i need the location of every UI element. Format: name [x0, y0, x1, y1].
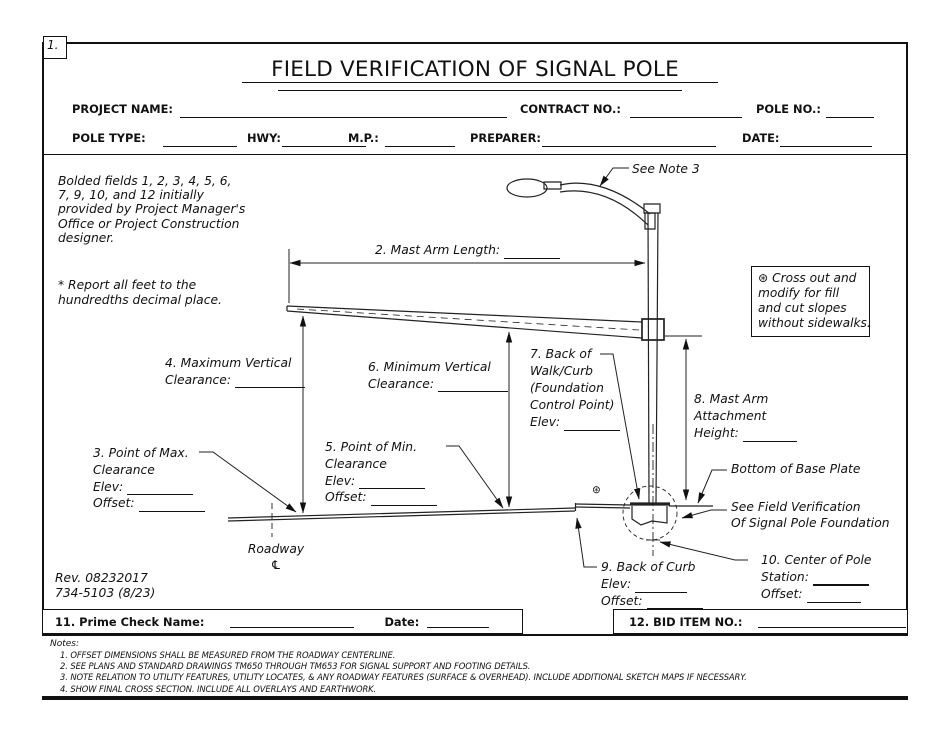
corner-reference: 1.	[47, 38, 59, 52]
bottom-of-base-plate-callout: Bottom of Base Plate	[731, 462, 861, 476]
min-elev-blank	[359, 476, 426, 490]
pole-type-blank	[163, 132, 237, 147]
title-underline-1	[242, 82, 718, 83]
mast-arm-length-label: 2. Mast Arm Length:	[375, 243, 501, 257]
centerline-symbol: ℄	[270, 558, 282, 572]
mp-label: M.P.:	[348, 131, 379, 145]
min-clearance-blank	[437, 379, 508, 392]
note-item-2: 2. SEE PLANS AND STANDARD DRAWINGS TM650…	[60, 661, 531, 672]
corner-reference-box: 1.	[43, 36, 67, 59]
cross-out-note-box: ⊛ Cross out and modify for fill and cut …	[751, 266, 871, 337]
max-vertical-clearance-field: 4. Maximum Vertical Clearance:	[165, 355, 305, 388]
provided-fields-note: Bolded fields 1, 2, 3, 4, 5, 6, 7, 9, 10…	[58, 174, 246, 245]
attachment-height-blank	[742, 429, 797, 442]
see-note-3-callout: See Note 3	[632, 162, 700, 176]
mast-arm-attachment-field: 8. Mast Arm Attachment Height:	[694, 391, 797, 442]
project-name-blank	[180, 103, 507, 118]
notes-heading: Notes:	[50, 639, 80, 649]
hwy-blank	[282, 132, 366, 147]
date-label: DATE:	[742, 131, 780, 145]
circled-asterisk-marker: ⊛	[592, 484, 601, 496]
pole-station-blank	[812, 573, 869, 586]
prime-check-label: 11. Prime Check Name:	[55, 614, 205, 629]
hwy-label: HWY:	[247, 131, 281, 145]
date-blank	[780, 132, 872, 147]
mp-blank	[385, 132, 455, 147]
min-vertical-clearance-field: 6. Minimum Vertical Clearance:	[368, 359, 508, 392]
center-of-pole-field: 10. Center of Pole Station: Offset:	[761, 553, 872, 603]
back-of-walk-elev-blank	[564, 418, 621, 431]
bid-item-box: 12. BID ITEM NO.:	[613, 609, 908, 634]
contract-no-blank	[630, 103, 742, 118]
max-elev-blank	[127, 482, 194, 496]
pole-no-blank	[826, 103, 874, 118]
point-of-max-field: 3. Point of Max. Clearance Elev: Offset:	[93, 445, 205, 513]
see-field-verification-callout: See Field Verification Of Signal Pole Fo…	[731, 500, 890, 530]
circled-asterisk-icon: ⊛	[758, 271, 769, 285]
mast-arm-length-blank	[504, 246, 561, 259]
bid-item-label: 12. BID ITEM NO.:	[629, 614, 743, 629]
min-offset-blank	[370, 493, 437, 507]
header-separator	[42, 154, 908, 155]
revision-block: Rev. 08232017 734-5103 (8/23)	[55, 571, 155, 601]
contract-no-label: CONTRACT NO.:	[520, 102, 621, 116]
prime-check-blank	[230, 615, 355, 628]
notes-section: Notes: 1. OFFSET DIMENSIONS SHALL BE MEA…	[42, 634, 908, 696]
pole-type-label: POLE TYPE:	[72, 131, 146, 145]
report-feet-note: * Report all feet to the hundredths deci…	[58, 278, 222, 307]
bid-item-blank	[758, 615, 907, 628]
prime-check-box: 11. Prime Check Name: Date:	[42, 609, 523, 634]
pole-no-label: POLE NO.:	[756, 102, 821, 116]
preparer-blank	[542, 132, 716, 147]
form-number: 734-5103 (8/23)	[55, 586, 156, 600]
note-item-4: 4. SHOW FINAL CROSS SECTION. INCLUDE ALL…	[60, 683, 377, 694]
project-name-label: PROJECT NAME:	[72, 102, 173, 116]
note-item-3: 3. NOTE RELATION TO UTILITY FEATURES, UT…	[60, 672, 747, 683]
back-of-walk-field: 7. Back of Walk/Curb (Foundation Control…	[530, 346, 621, 431]
max-offset-blank	[138, 499, 205, 513]
point-of-min-field: 5. Point of Min. Clearance Elev: Offset:	[325, 439, 437, 507]
max-clearance-blank	[234, 375, 305, 388]
form-title: FIELD VERIFICATION OF SIGNAL POLE	[271, 57, 679, 82]
form-border	[42, 42, 908, 700]
prime-check-date-blank	[427, 615, 490, 628]
revision-date: Rev. 08232017	[55, 571, 148, 585]
back-of-curb-field: 9. Back of Curb Elev: Offset:	[601, 559, 703, 610]
roadway-label: Roadway	[247, 542, 305, 556]
note-item-1: 1. OFFSET DIMENSIONS SHALL BE MEASURED F…	[60, 650, 396, 660]
prime-check-date-label: Date:	[384, 614, 420, 629]
pole-offset-blank	[806, 590, 861, 603]
mast-arm-length-field: 2. Mast Arm Length:	[375, 242, 561, 259]
title-underline-2	[278, 90, 682, 91]
preparer-label: PREPARER:	[470, 131, 541, 145]
curb-elev-blank	[635, 580, 688, 593]
